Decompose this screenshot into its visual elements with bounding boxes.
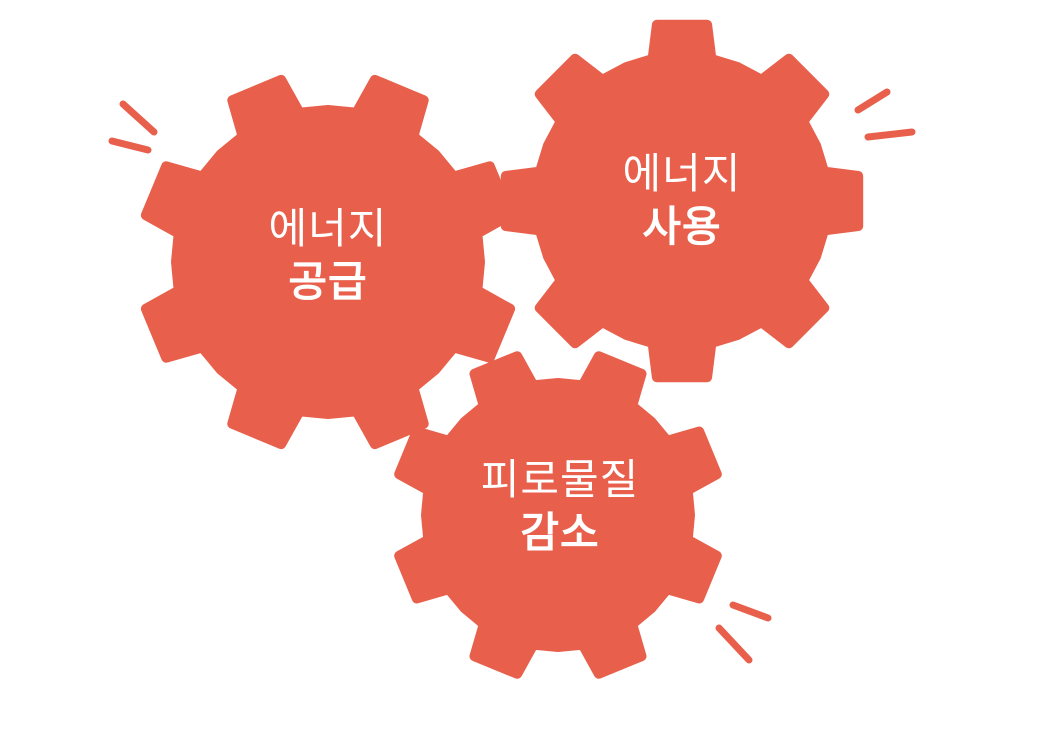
motion-lines-bottom xyxy=(715,601,772,664)
gear-supply xyxy=(140,74,516,450)
gear-usage xyxy=(500,19,864,383)
motion-line xyxy=(864,128,916,141)
motion-line xyxy=(108,137,152,154)
motion-lines-right xyxy=(854,88,916,141)
gear-waste xyxy=(394,351,722,679)
motion-line xyxy=(715,624,753,664)
motion-lines-left xyxy=(108,100,158,154)
motion-line xyxy=(854,88,891,114)
motion-line xyxy=(119,100,158,136)
motion-line xyxy=(729,601,772,622)
